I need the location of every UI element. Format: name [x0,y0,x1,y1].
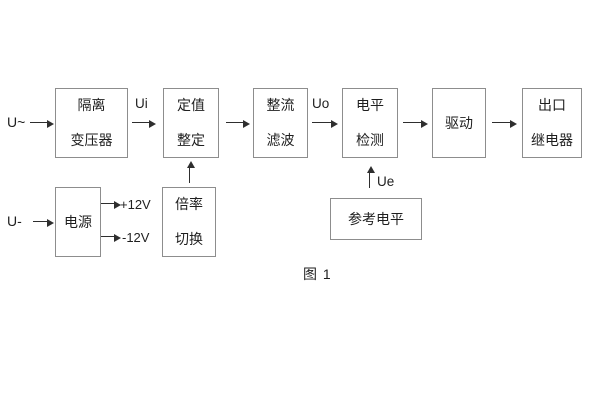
arrow-level-to-drive-icon [403,119,428,128]
label-dc-input: U- [7,213,22,229]
arrow-transformer-to-setting-icon [132,119,156,128]
label-ue-signal: Ue [377,174,395,189]
block-value-setting: 定值 整定 [163,88,219,158]
block-label: 检测 [356,132,384,148]
block-level-detection: 电平 检测 [342,88,398,158]
block-rectify-filter: 整流 滤波 [253,88,308,158]
label-ac-input: U~ [7,114,26,130]
block-ratio-switching: 倍率 切换 [162,187,216,257]
block-label: 倍率 [175,196,203,212]
arrow-minus12v-output-icon [101,233,121,242]
block-isolation-transformer: 隔离 变压器 [55,88,128,158]
block-label: 整定 [177,132,205,148]
arrow-ratio-to-setting-icon [186,161,195,183]
label-ui-signal: Ui [135,96,148,111]
label-plus-12v: +12V [120,197,151,212]
label-uo-signal: Uo [312,96,330,111]
block-label: 整流 [266,97,295,113]
label-minus-12v: -12V [122,230,150,245]
block-label: 定值 [177,97,205,113]
block-label: 驱动 [445,115,473,131]
block-label: 继电器 [531,132,573,148]
figure-caption: 图 1 [303,266,332,282]
block-drive: 驱动 [432,88,486,158]
block-label: 出口 [538,97,566,113]
arrow-drive-to-relay-icon [492,119,517,128]
block-power-supply: 电源 [55,187,101,257]
block-label: 电平 [356,97,384,113]
block-output-relay: 出口 继电器 [522,88,582,158]
arrow-dc-input-icon [33,218,54,227]
block-label: 变压器 [70,132,113,148]
arrow-setting-to-rectifier-icon [226,119,250,128]
arrow-rectifier-to-level-icon [312,119,338,128]
block-label: 滤波 [266,132,295,148]
block-label: 电源 [64,214,92,230]
block-label: 切换 [175,231,203,247]
block-label: 参考电平 [348,211,404,227]
arrow-ac-input-icon [30,119,54,128]
arrow-reference-to-level-icon [366,166,375,188]
block-label: 隔离 [77,97,106,113]
arrow-plus12v-output-icon [101,200,121,209]
block-reference-level: 参考电平 [330,198,422,240]
